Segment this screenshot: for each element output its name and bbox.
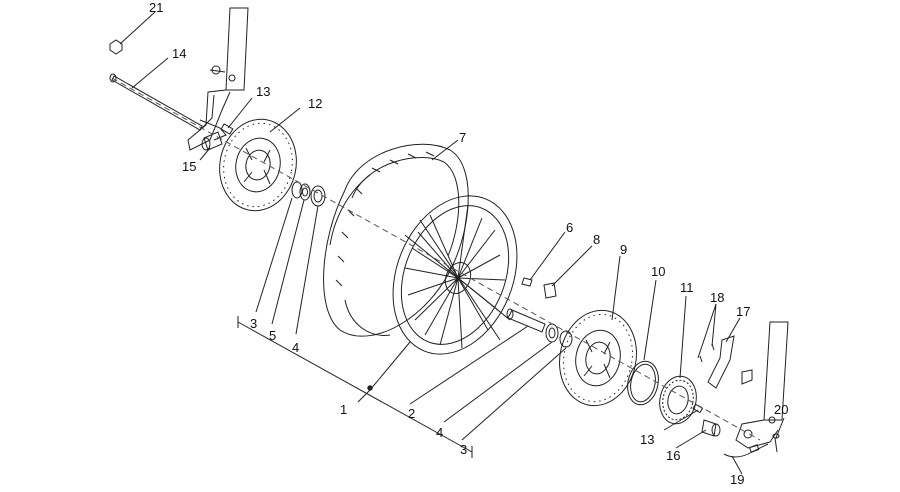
ring-part-10 (627, 360, 659, 406)
callout-4-left: 4 (292, 340, 299, 355)
leader-lines (119, 11, 785, 475)
spacer-part-16 (701, 419, 721, 437)
callout-4-right: 4 (436, 425, 443, 440)
left-fork (187, 7, 249, 151)
callout-13-right: 13 (640, 432, 654, 447)
callout-17: 17 (736, 304, 750, 319)
assembly-bracket-1 (237, 316, 473, 458)
callout-8: 8 (593, 232, 600, 247)
callout-12: 12 (308, 96, 322, 111)
bearing-part-5 (299, 183, 311, 201)
axis-dashed-line (111, 77, 761, 441)
callout-6: 6 (566, 220, 573, 235)
callout-15: 15 (182, 159, 196, 174)
rim-part-2 (392, 195, 518, 355)
callout-3-right: 3 (460, 442, 467, 457)
callout-13-left: 13 (256, 84, 270, 99)
sensor-part-17 (707, 335, 753, 389)
callout-21: 21 (149, 0, 163, 15)
callout-10: 10 (651, 264, 665, 279)
callout-14: 14 (172, 46, 186, 61)
callout-1: 1 (340, 402, 347, 417)
cable-part-19 (723, 443, 769, 458)
callout-16: 16 (666, 448, 680, 463)
bolt-part-13-left (220, 123, 234, 135)
axle-part-14 (109, 73, 203, 131)
bearing-part-4-right (545, 323, 559, 343)
spacer-tube (506, 308, 546, 333)
weight-part-8 (543, 282, 557, 299)
callout-3-left: 3 (250, 316, 257, 331)
tyre-part-7 (323, 143, 469, 337)
callout-20: 20 (774, 402, 788, 417)
callout-5: 5 (269, 328, 276, 343)
callout-7: 7 (459, 130, 466, 145)
callout-2: 2 (408, 406, 415, 421)
seal-part-3-left (291, 181, 303, 199)
leader-dot (367, 385, 373, 391)
brake-disc-right-part-9 (559, 309, 637, 407)
nut-part-21 (109, 39, 123, 55)
spacer-part-15 (201, 131, 223, 151)
callout-19: 19 (730, 472, 744, 487)
valve-part-6 (521, 277, 533, 287)
callout-labels: 21 14 13 12 15 7 6 8 9 10 11 18 17 3 5 4… (149, 0, 788, 487)
callout-18: 18 (710, 290, 724, 305)
callout-11: 11 (680, 280, 694, 295)
tone-ring-part-11 (659, 375, 697, 425)
callout-9: 9 (620, 242, 627, 257)
brake-disc-left-part-12 (219, 118, 297, 212)
right-fork (735, 321, 789, 449)
